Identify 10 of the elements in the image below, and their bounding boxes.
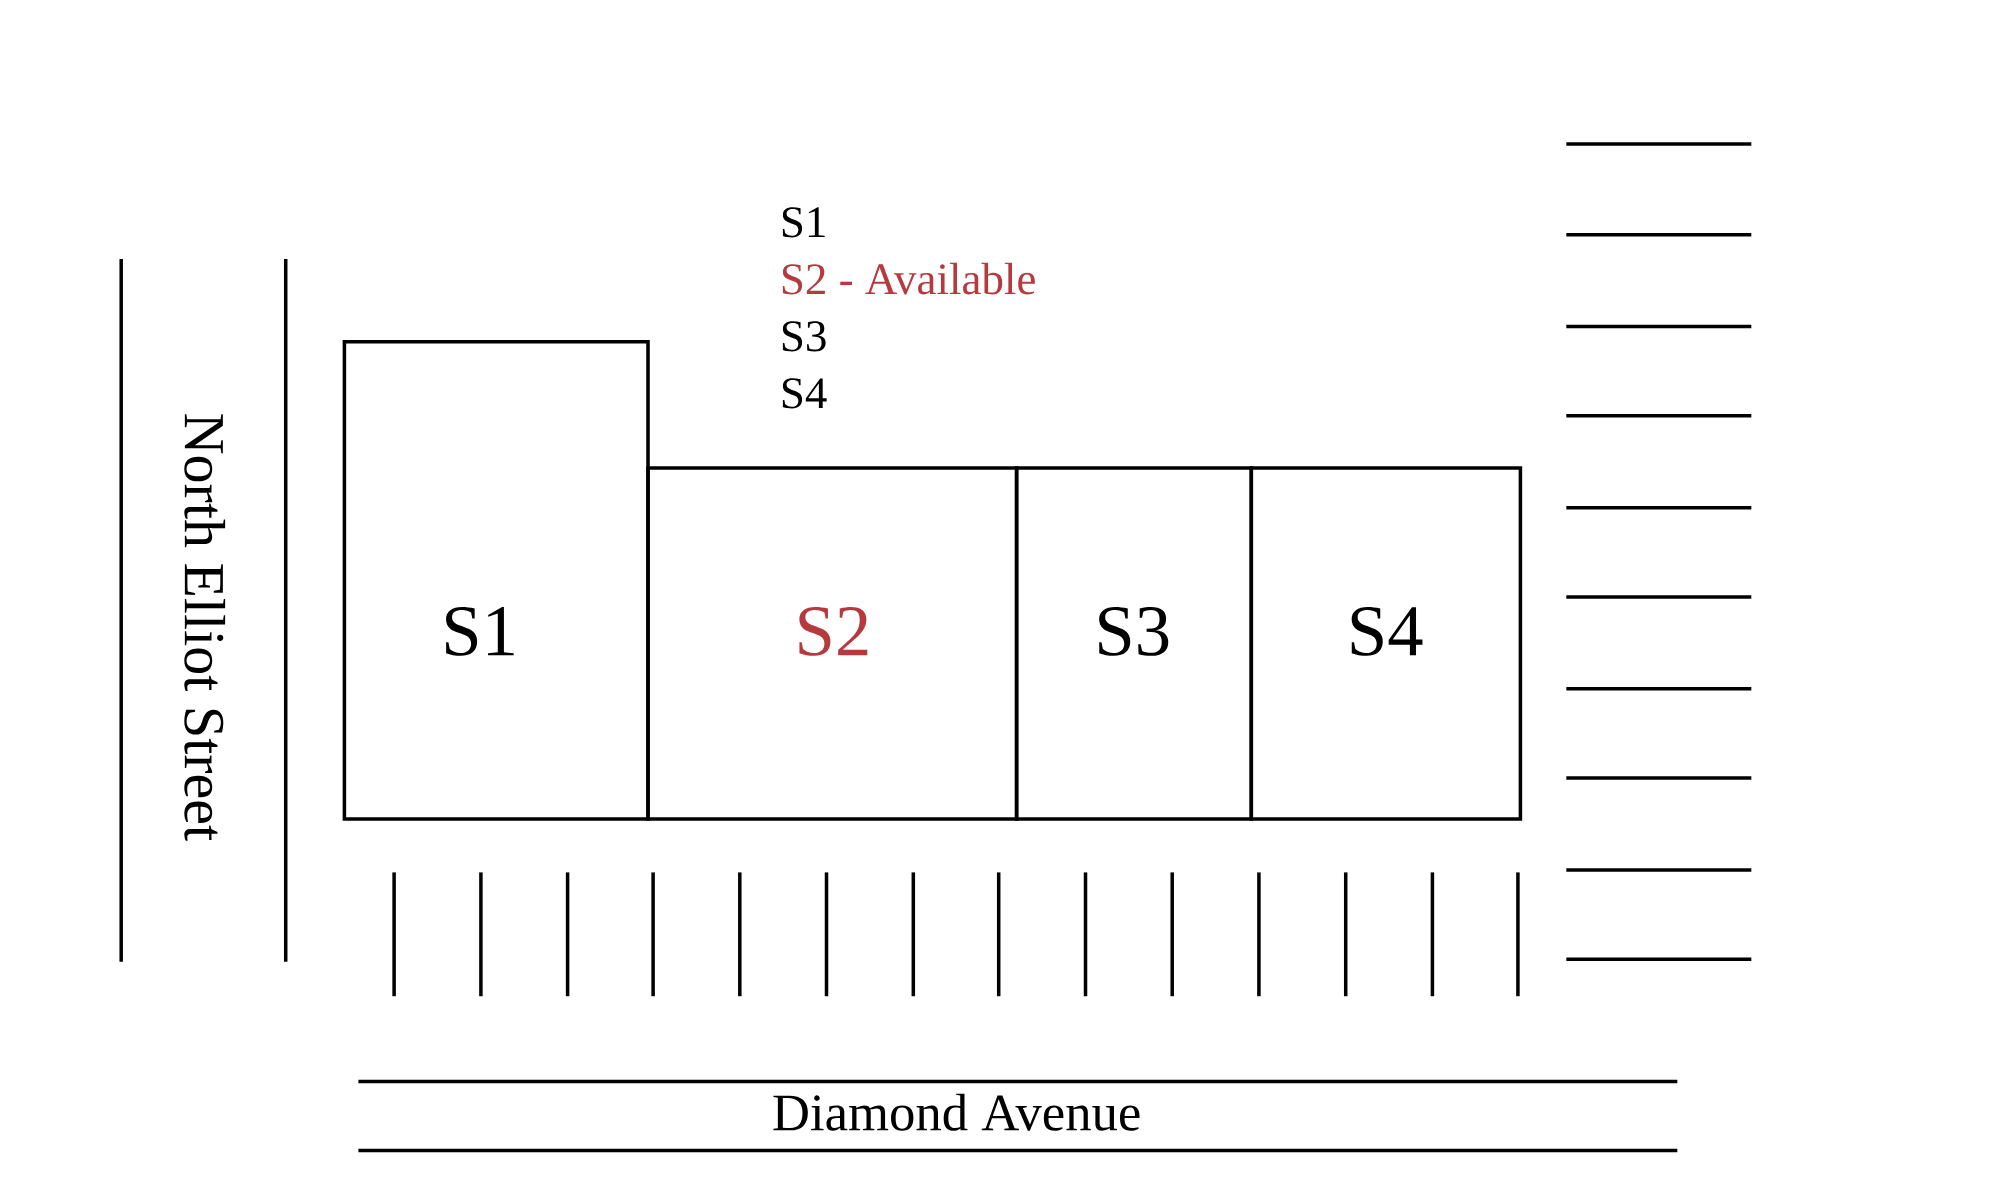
- unit-box: S2: [646, 466, 1019, 821]
- legend-text: S1: [782, 207, 825, 238]
- street-name: Diamond Avenue: [773, 1093, 1140, 1131]
- legend-text: S2 - Available: [782, 262, 1035, 295]
- unit-box: S4: [1249, 466, 1523, 821]
- legend-text: S4: [782, 378, 827, 409]
- legend-text: S3: [782, 321, 826, 352]
- unit-box: S3: [1014, 466, 1254, 821]
- unit-box: S1: [342, 340, 650, 821]
- street-name: North Elliot Street: [184, 414, 226, 841]
